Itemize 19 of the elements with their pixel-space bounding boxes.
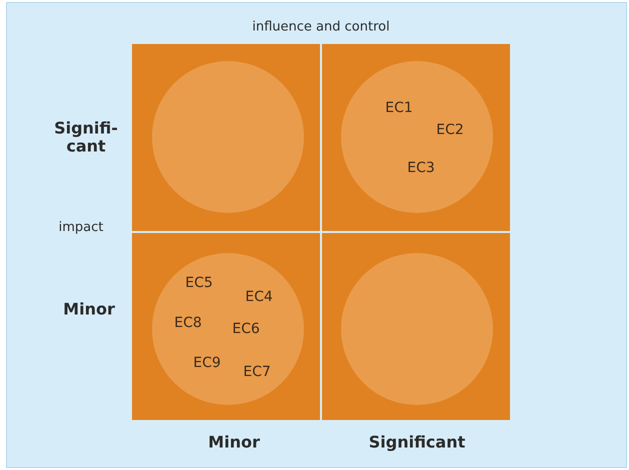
code-label: EC1 [385, 100, 413, 116]
quadrant-cell [132, 44, 320, 231]
code-label: EC3 [407, 160, 435, 176]
axis-label: Minor [62, 300, 116, 318]
code-label: EC6 [232, 321, 260, 337]
axis-label: Significant [368, 432, 466, 452]
code-label: EC9 [193, 355, 221, 371]
code-label: EC2 [436, 122, 464, 138]
quadrant-cell [322, 233, 510, 420]
code-label: EC5 [185, 275, 213, 291]
axis-label: Signifi- cant [53, 119, 119, 155]
quadrant-cell [322, 44, 510, 231]
axis-title: influence and control [251, 20, 391, 34]
axis-title: impact [58, 220, 104, 236]
code-label: EC8 [174, 315, 202, 331]
code-label: EC7 [243, 364, 271, 380]
quadrant-cell [132, 233, 320, 420]
code-label: EC4 [245, 289, 273, 305]
axis-label: Minor [207, 432, 261, 452]
